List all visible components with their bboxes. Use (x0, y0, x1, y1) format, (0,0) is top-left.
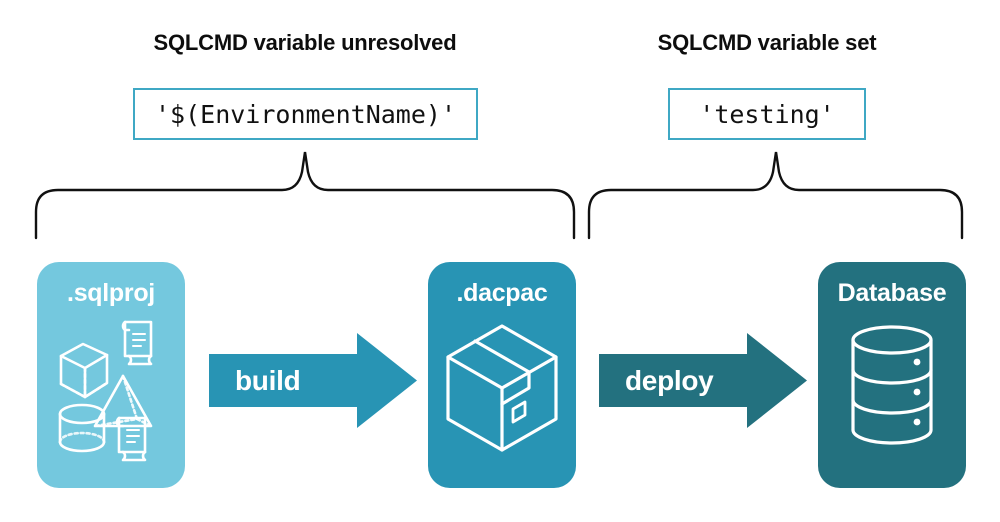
brace-deploy-scope (583, 150, 968, 240)
value-box-environment-name: '$(EnvironmentName)' (133, 88, 478, 140)
arrow-build: build (209, 333, 417, 428)
value-box-testing: 'testing' (668, 88, 866, 140)
stage-title-database: Database (837, 279, 947, 307)
stage-title-sqlproj: .sqlproj (67, 279, 155, 307)
stage-card-sqlproj: .sqlproj (37, 262, 185, 488)
package-box-icon (446, 324, 558, 452)
cylinder-icon (58, 403, 106, 453)
value-text-testing: 'testing' (699, 99, 835, 129)
dacpac-artwork (428, 320, 576, 460)
stage-card-database: Database (818, 262, 966, 488)
value-text-environment-name: '$(EnvironmentName)' (154, 99, 457, 129)
cube-icon (59, 342, 109, 399)
arrow-deploy: deploy (599, 333, 807, 428)
stage-card-dacpac: .dacpac (428, 262, 576, 488)
sqlproj-artwork (37, 314, 185, 464)
heading-sqlcmd-unresolved: SQLCMD variable unresolved (153, 30, 457, 55)
scroll-icon (115, 416, 147, 462)
heading-sqlcmd-set: SQLCMD variable set (657, 30, 877, 55)
brace-build-scope (30, 150, 580, 240)
database-cylinder-icon (851, 325, 933, 445)
stage-title-dacpac: .dacpac (456, 279, 548, 307)
database-artwork (818, 324, 966, 456)
scroll-icon (121, 320, 153, 366)
